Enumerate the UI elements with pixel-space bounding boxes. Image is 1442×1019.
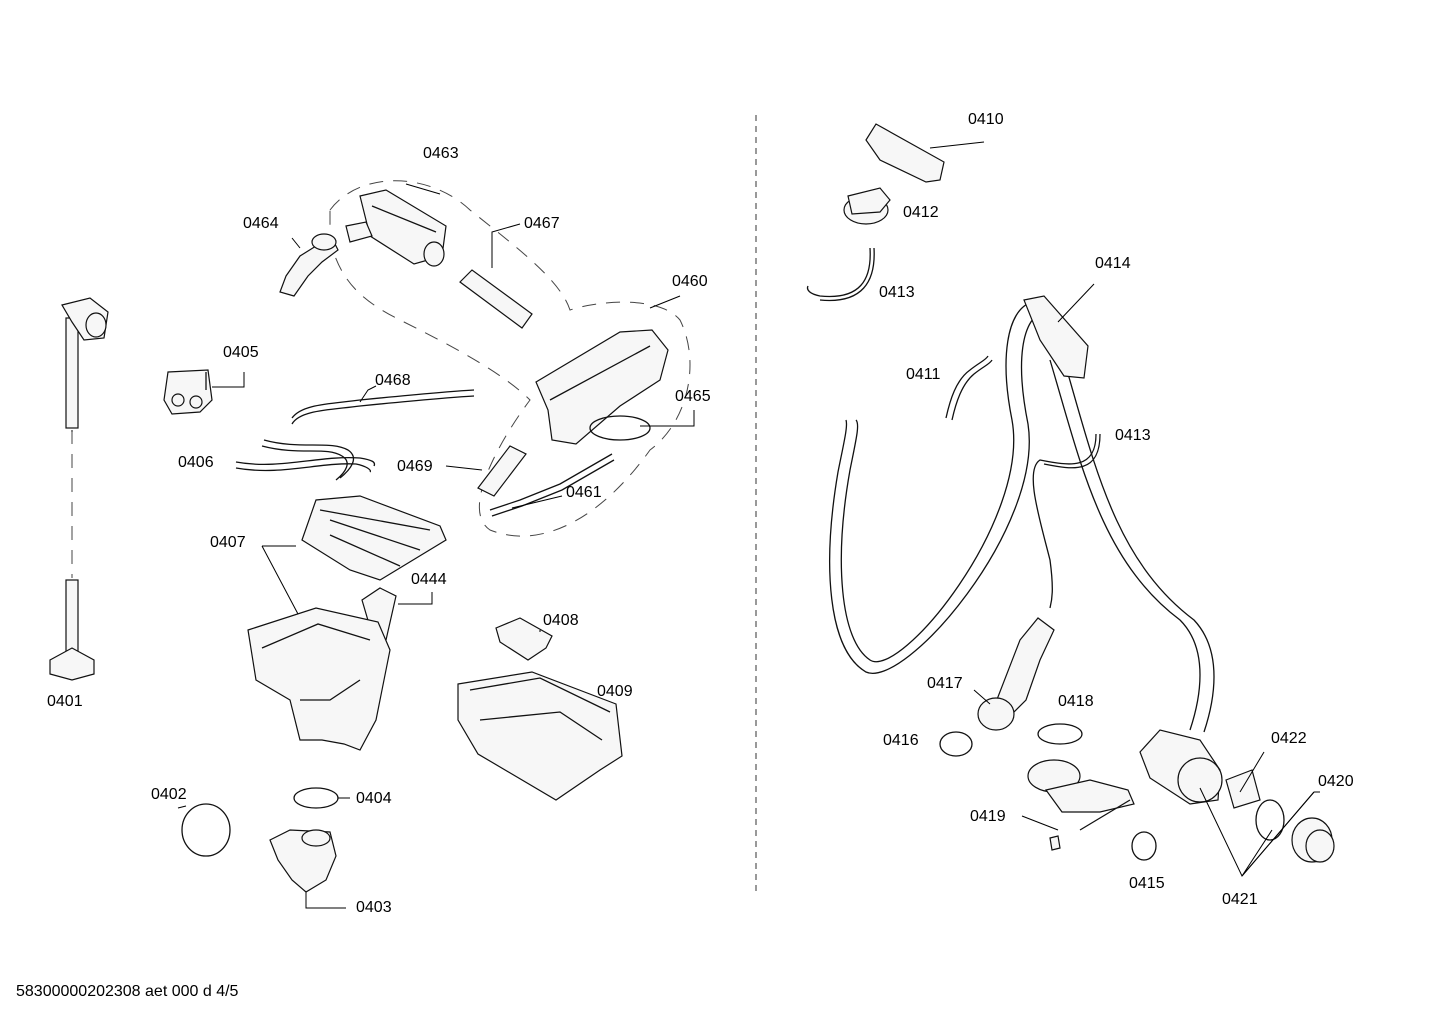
- part-0418-clamp: [1037, 723, 1083, 745]
- part-0420-filter-cap: [1291, 817, 1335, 863]
- document-id-footer: 58300000202308 aet 000 d 4/5: [16, 983, 239, 1000]
- label-0460: 0460: [672, 273, 708, 290]
- part-0464-bellows: [279, 233, 339, 297]
- label-0410: 0410: [968, 111, 1004, 128]
- part-0413-hose-lower: [1032, 433, 1097, 609]
- part-0402-clamp: [181, 803, 231, 857]
- part-0422-gasket: [1225, 769, 1261, 809]
- label-0403: 0403: [356, 899, 392, 916]
- label-0402: 0402: [151, 786, 187, 803]
- part-0463-inlet-box: [345, 189, 447, 267]
- part-dispenser-housing: [247, 607, 391, 751]
- assembly-outline: [329, 180, 691, 537]
- part-0469-sleeve: [477, 445, 527, 497]
- label-0414: 0414: [1095, 255, 1131, 272]
- label-0418: 0418: [1058, 693, 1094, 710]
- part-0407-dispenser-frame: [301, 495, 447, 581]
- label-0407: 0407: [210, 534, 246, 551]
- part-0421-seal: [1255, 799, 1285, 841]
- label-0413-lower: 0413: [1115, 427, 1151, 444]
- part-0416-clamp: [939, 731, 973, 757]
- label-0468: 0468: [375, 372, 411, 389]
- part-0461-spring-hose: [489, 453, 613, 511]
- label-0413-upper: 0413: [879, 284, 915, 301]
- label-0401: 0401: [47, 693, 83, 710]
- part-0419-bellows: [1027, 759, 1135, 851]
- part-0414-drain-hose: [829, 295, 1215, 733]
- part-0465-seal: [589, 415, 651, 441]
- label-0411: 0411: [906, 366, 941, 383]
- part-0403-sump: [269, 829, 337, 893]
- part-0405-valve: [163, 369, 213, 415]
- part-0468-hose: [291, 395, 475, 425]
- label-0464: 0464: [243, 215, 279, 232]
- part-0406-hoses: [235, 439, 376, 481]
- label-0421: 0421: [1222, 891, 1258, 908]
- label-0417: 0417: [927, 675, 963, 692]
- part-0409-drawer: [457, 671, 623, 801]
- part-0404-clamp: [293, 787, 339, 809]
- label-0461: 0461: [566, 484, 602, 501]
- label-0465: 0465: [675, 388, 711, 405]
- part-0410-connector: [865, 123, 945, 183]
- part-0415-clamp: [1131, 831, 1157, 861]
- label-0412: 0412: [903, 204, 939, 221]
- label-0420: 0420: [1318, 773, 1354, 790]
- part-0412-pressure-switch: [843, 187, 891, 225]
- label-0419: 0419: [970, 808, 1006, 825]
- part-0417-filter: [977, 617, 1055, 731]
- label-0467: 0467: [524, 215, 560, 232]
- label-0406: 0406: [178, 454, 214, 471]
- label-0408: 0408: [543, 612, 579, 629]
- part-0401-inlet-pipe: [49, 297, 109, 681]
- part-pump: [1139, 729, 1223, 805]
- label-0463: 0463: [423, 145, 459, 162]
- label-0409: 0409: [597, 683, 633, 700]
- part-0411-hose: [945, 355, 989, 419]
- label-0469: 0469: [397, 458, 433, 475]
- part-0467-hose: [459, 269, 533, 329]
- label-0416: 0416: [883, 732, 919, 749]
- label-0404: 0404: [356, 790, 392, 807]
- part-0413-hose-upper: [806, 247, 871, 298]
- part-0408-clip: [495, 617, 553, 661]
- label-0415: 0415: [1129, 875, 1165, 892]
- label-0405: 0405: [223, 344, 259, 361]
- part-0460-bracket: [535, 329, 669, 445]
- label-0444: 0444: [411, 571, 447, 588]
- label-0422: 0422: [1271, 730, 1307, 747]
